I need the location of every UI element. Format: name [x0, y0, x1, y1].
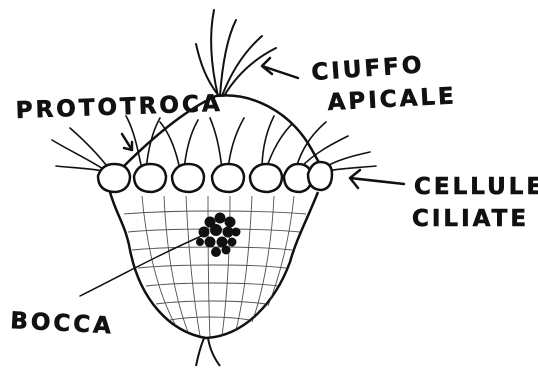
ciliated-cell [172, 164, 204, 192]
ciliated-cell [98, 164, 130, 192]
ciliated-cells-label-line2: CILIATE [412, 206, 529, 232]
prototroch-arrow [122, 134, 132, 150]
posterior-tip [196, 338, 220, 366]
prototroch-label: PROTOTROCA [15, 91, 223, 124]
ciliated-cell-ring [98, 162, 332, 192]
apical-tuft-arrow [262, 58, 298, 78]
apical-tuft [196, 10, 276, 96]
ciliated-cell [250, 164, 282, 192]
ciliated-cells-label-line1: CELLULE [414, 174, 538, 200]
apical-tuft-label-line1: CIUFFO [311, 52, 426, 86]
ciliated-cell [212, 164, 244, 192]
ciliated-cell [134, 164, 166, 192]
mouth-label: BOCCA [10, 308, 115, 339]
apical-tuft-label-line2: APICALE [327, 83, 457, 116]
ciliated-cells-arrow [350, 170, 404, 188]
ciliated-cell [308, 162, 332, 190]
